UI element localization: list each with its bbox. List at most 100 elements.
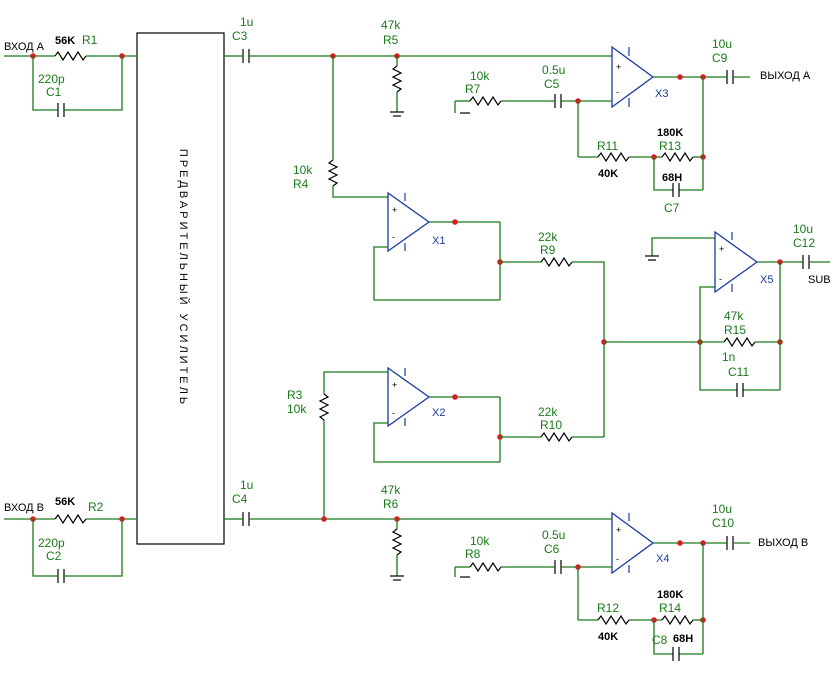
r11-ref: R11 <box>597 139 618 153</box>
input-b-label: ВХОД В <box>4 502 44 514</box>
preamp-label: ПРЕДВАРИТЕЛЬНЫЙ УСИЛИТЕЛЬ <box>177 149 190 407</box>
x3-label: X3 <box>655 88 668 100</box>
x2-stage: R3 10k + - X2 22k R10 <box>287 366 604 519</box>
capacitor-c12 <box>800 255 810 269</box>
x5-label: X5 <box>760 274 773 286</box>
r1-value: 56K <box>55 35 75 47</box>
capacitor-c3 <box>240 49 250 63</box>
r6-ref: R6 <box>383 497 399 511</box>
junction <box>321 516 327 522</box>
r11-value: 40K <box>598 168 618 180</box>
capacitor-c7 <box>672 183 680 197</box>
resistor-r5 <box>391 65 403 93</box>
c6-ref: C6 <box>544 542 560 556</box>
opamp-x1 <box>387 191 431 253</box>
pin-minus: - <box>392 408 395 418</box>
capacitor-c4 <box>240 512 250 526</box>
r13-value: 180K <box>657 127 683 139</box>
c12-value: 10u <box>793 222 813 236</box>
r12-ref: R12 <box>597 601 619 615</box>
r5-ref: R5 <box>383 33 399 47</box>
c9-value: 10u <box>712 37 732 51</box>
r1-ref: R1 <box>82 33 98 47</box>
r4-value: 10k <box>293 163 313 177</box>
junction <box>677 540 683 546</box>
r14-value: 180K <box>657 589 683 601</box>
resistor-r7 <box>469 95 502 107</box>
c11-ref: C11 <box>728 365 749 379</box>
pin-plus: + <box>392 380 397 390</box>
resistor-r12 <box>597 614 630 626</box>
r14-ref: R14 <box>659 601 681 615</box>
r7-value: 10k <box>470 69 490 83</box>
c8-value: 68H <box>673 633 693 645</box>
preamp-block: ПРЕДВАРИТЕЛЬНЫЙ УСИЛИТЕЛЬ <box>136 32 225 545</box>
input-a-label: ВХОД А <box>4 41 45 53</box>
capacitor-c10 <box>724 536 734 550</box>
resistor-r6 <box>391 528 403 556</box>
opamp-x3 <box>611 45 655 109</box>
c9-ref: C9 <box>712 51 728 65</box>
x1-label: X1 <box>432 235 445 247</box>
c4-value: 1u <box>240 478 253 492</box>
opamp-x5 <box>714 230 759 294</box>
r8-ref: R8 <box>465 547 481 561</box>
pin-plus: + <box>719 244 724 254</box>
c5-ref: C5 <box>544 77 560 91</box>
r12-value: 40K <box>598 631 618 643</box>
c7-ref: C7 <box>664 201 680 215</box>
r5-value: 47k <box>381 18 401 32</box>
r3-value: 10k <box>287 402 307 416</box>
c1-ref: C1 <box>46 85 62 99</box>
capacitor-c5 <box>552 94 562 108</box>
r2-ref: R2 <box>88 500 104 514</box>
input-a-stage: ВХОД А 56K R1 220p C1 <box>4 33 137 117</box>
c6-value: 0.5u <box>542 528 565 542</box>
channel-b-rail: 1u C4 47k R6 + - X4 10u C10 ВЫХОД В <box>224 478 808 661</box>
capacitor-c9 <box>724 70 734 84</box>
c4-ref: C4 <box>232 492 248 506</box>
junction <box>677 74 683 80</box>
pin-minus: - <box>616 87 619 97</box>
r4-ref: R4 <box>293 177 309 191</box>
c2-ref: C2 <box>46 549 62 563</box>
opamp-x2 <box>387 366 431 428</box>
c3-value: 1u <box>240 15 253 29</box>
c1-value: 220p <box>38 72 65 86</box>
capacitor-c1 <box>55 103 67 117</box>
c10-value: 10u <box>712 502 732 516</box>
resistor-r8 <box>469 561 502 573</box>
resistor-r14 <box>661 614 694 626</box>
pin-plus: + <box>392 205 397 215</box>
c11-value: 1n <box>722 350 735 364</box>
c8-ref: C8 <box>652 633 668 647</box>
c3-ref: C3 <box>232 29 248 43</box>
r15-value: 47k <box>724 309 744 323</box>
pin-minus: - <box>392 232 395 242</box>
capacitor-c11 <box>736 383 744 397</box>
junction <box>452 219 458 225</box>
pin-minus: - <box>719 274 722 284</box>
resistor-r4 <box>327 159 339 187</box>
resistor-r9 <box>540 256 573 268</box>
x2-label: X2 <box>432 407 445 419</box>
c12-ref: C12 <box>793 236 815 250</box>
c10-ref: C10 <box>712 516 734 530</box>
r7-ref: R7 <box>465 82 481 96</box>
capacitor-c2 <box>55 569 67 583</box>
resistor-r10 <box>540 431 573 443</box>
junction <box>452 394 458 400</box>
pin-plus: + <box>616 525 621 535</box>
pin-minus: - <box>616 554 619 564</box>
x1-stage: 10k R4 + - X1 22k R9 <box>293 56 605 437</box>
resistor-r3 <box>318 393 330 421</box>
resistor-r15 <box>723 336 756 348</box>
output-b-label: ВЫХОД В <box>758 537 808 549</box>
x4-label: X4 <box>656 553 669 565</box>
output-a-label: ВЫХОД А <box>760 70 811 82</box>
x5-stage: + - X5 10u C12 SUB 47k R15 1n C11 <box>601 222 831 397</box>
output-sub-label: SUB <box>808 274 831 286</box>
resistor-r2 <box>54 513 87 525</box>
r9-ref: R9 <box>540 243 556 257</box>
opamp-x4 <box>611 511 655 575</box>
